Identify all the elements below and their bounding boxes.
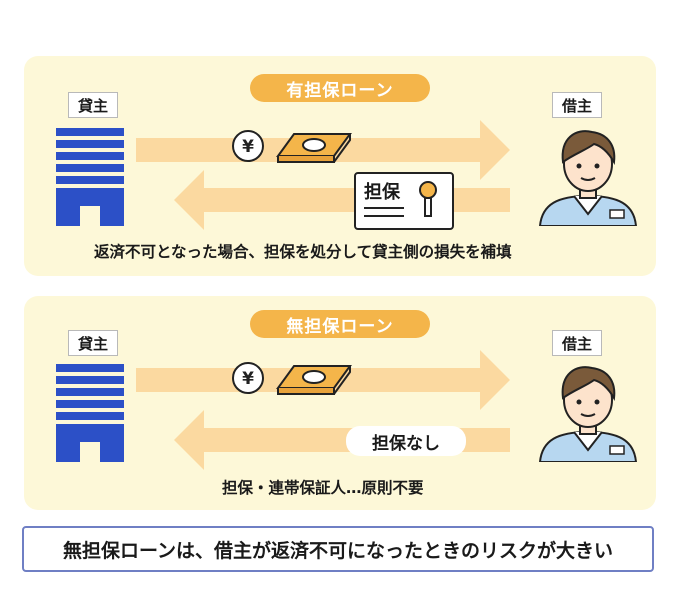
borrower-person-icon <box>538 366 638 462</box>
no-collateral-label: 担保なし <box>346 426 466 456</box>
secured-loan-panel: 有担保ローン 貸主 借主 ¥ 担保 <box>24 56 656 276</box>
lender-building-icon <box>56 364 124 462</box>
money-icon: ¥ <box>232 130 352 163</box>
money-icon: ¥ <box>232 362 352 395</box>
collateral-arrow-left <box>174 170 510 230</box>
lender-label: 貸主 <box>68 330 118 356</box>
borrower-person-icon <box>538 130 638 226</box>
svg-text:¥: ¥ <box>242 137 254 157</box>
lender-building-icon <box>56 128 124 226</box>
collateral-document-icon: 担保 <box>354 172 454 230</box>
lender-label: 貸主 <box>68 92 118 118</box>
borrower-label: 借主 <box>552 92 602 118</box>
svg-text:¥: ¥ <box>242 369 254 389</box>
secured-caption: 返済不可となった場合、担保を処分して貸主側の損失を補填 <box>94 243 512 261</box>
unsecured-loan-panel: 無担保ローン 貸主 借主 ¥ 担保なし 担保・連帯保証人…原則不要 <box>24 296 656 510</box>
no-collateral-arrow-left <box>174 410 510 470</box>
borrower-label: 借主 <box>552 330 602 356</box>
secured-loan-title: 有担保ローン <box>250 74 430 102</box>
unsecured-caption: 担保・連帯保証人…原則不要 <box>222 479 424 497</box>
summary-box: 無担保ローンは、借主が返済不可になったときのリスクが大きい <box>22 526 654 572</box>
collateral-card-text: 担保 <box>364 182 400 203</box>
unsecured-loan-title: 無担保ローン <box>250 310 430 338</box>
